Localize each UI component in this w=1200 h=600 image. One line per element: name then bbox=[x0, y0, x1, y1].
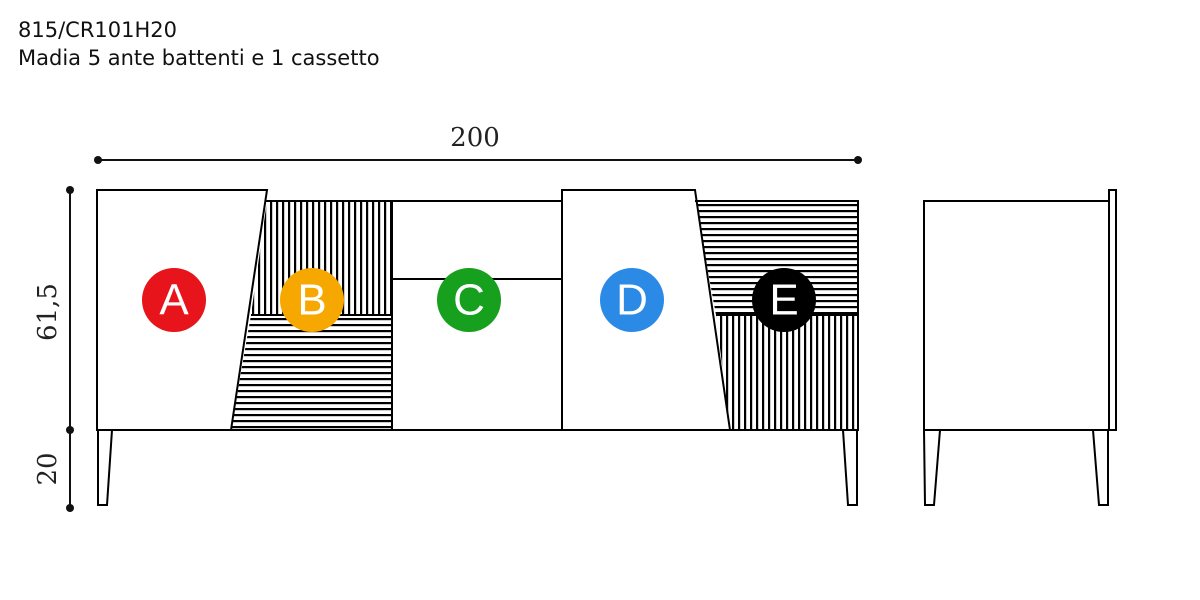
badge-c: C bbox=[437, 268, 501, 332]
legs-height-label: 20 bbox=[33, 452, 63, 485]
width-dimension: 200 bbox=[94, 123, 862, 164]
height-dimension: 61,5 20 bbox=[33, 186, 74, 512]
badge-e: E bbox=[752, 268, 816, 332]
badge-b-circle bbox=[280, 268, 344, 332]
badge-a-circle bbox=[142, 268, 206, 332]
height-label: 61,5 bbox=[33, 283, 63, 341]
product-code: 815/CR101H20 bbox=[18, 18, 178, 42]
badge-d-circle bbox=[600, 268, 664, 332]
side-view bbox=[922, 189, 1117, 506]
front-view bbox=[96, 189, 859, 506]
badge-e-circle bbox=[752, 268, 816, 332]
badge-d-letter: D bbox=[616, 276, 648, 325]
side-leg-right bbox=[1091, 429, 1109, 506]
side-body bbox=[923, 200, 1111, 431]
width-label: 200 bbox=[450, 123, 500, 153]
badge-b: B bbox=[280, 268, 344, 332]
side-leg-left bbox=[922, 429, 942, 506]
badge-e-letter: E bbox=[769, 276, 798, 325]
badge-c-letter: C bbox=[453, 276, 485, 325]
side-door-edge bbox=[1108, 189, 1117, 431]
front-leg-right bbox=[841, 429, 858, 506]
product-description: Madia 5 ante battenti e 1 cassetto bbox=[18, 46, 380, 70]
front-leg-left bbox=[97, 429, 114, 506]
badge-a: A bbox=[142, 268, 206, 332]
badge-d: D bbox=[600, 268, 664, 332]
title-block: 815/CR101H20 Madia 5 ante battenti e 1 c… bbox=[18, 16, 380, 72]
door-e-bottom-texture bbox=[716, 315, 858, 430]
badge-a-letter: A bbox=[159, 276, 189, 325]
badge-b-letter: B bbox=[297, 276, 326, 325]
badge-c-circle bbox=[437, 268, 501, 332]
door-b-bottom-texture bbox=[231, 315, 392, 430]
